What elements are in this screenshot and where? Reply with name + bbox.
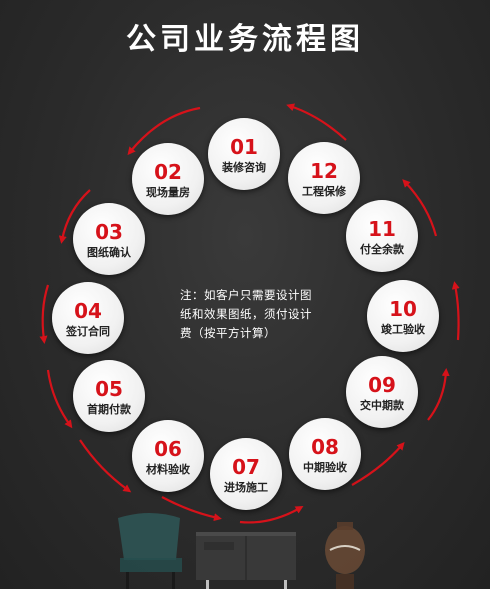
step-label: 现场量房 xyxy=(146,185,190,199)
arrow-01-02 xyxy=(127,106,201,156)
step-number: 05 xyxy=(95,376,123,401)
step-07: 07 进场施工 xyxy=(210,438,282,510)
step-label: 工程保修 xyxy=(302,184,346,198)
arrow-05-06 xyxy=(79,439,132,493)
step-label: 竣工验收 xyxy=(381,322,425,336)
step-label: 装修咨询 xyxy=(222,160,266,174)
arrow-07-08 xyxy=(239,506,304,524)
step-number: 11 xyxy=(368,216,396,241)
step-label: 签订合同 xyxy=(66,324,110,338)
arrow-06-07 xyxy=(161,496,222,522)
page-title: 公司业务流程图 xyxy=(126,22,364,57)
step-04: 04 签订合同 xyxy=(52,282,124,354)
step-label: 进场施工 xyxy=(224,480,268,494)
step-number: 09 xyxy=(368,372,396,397)
step-label: 中期验收 xyxy=(303,460,347,474)
step-label: 材料验收 xyxy=(146,462,190,476)
step-label: 图纸确认 xyxy=(87,245,131,259)
arrow-12-01 xyxy=(286,103,347,141)
step-05: 05 首期付款 xyxy=(73,360,145,432)
step-02: 02 现场量房 xyxy=(132,143,204,215)
step-number: 10 xyxy=(389,296,417,321)
step-number: 03 xyxy=(95,219,123,244)
arrow-11-12 xyxy=(402,179,438,237)
step-number: 02 xyxy=(154,159,182,184)
step-09: 09 交中期款 xyxy=(346,356,418,428)
step-11: 11 付全余款 xyxy=(346,200,418,272)
step-number: 04 xyxy=(74,298,102,323)
step-label: 付全余款 xyxy=(360,242,404,256)
step-label: 首期付款 xyxy=(87,402,131,416)
step-03: 03 图纸确认 xyxy=(73,203,145,275)
step-06: 06 材料验收 xyxy=(132,420,204,492)
arrow-10-11 xyxy=(451,281,460,341)
step-number: 07 xyxy=(232,454,260,479)
arrow-04-05 xyxy=(46,369,73,429)
arrow-08-09 xyxy=(351,441,405,486)
step-number: 01 xyxy=(230,134,258,159)
step-08: 08 中期验收 xyxy=(289,418,361,490)
step-10: 10 竣工验收 xyxy=(367,280,439,352)
step-label: 交中期款 xyxy=(360,398,404,412)
step-number: 08 xyxy=(311,434,339,459)
step-12: 12 工程保修 xyxy=(288,142,360,214)
step-number: 06 xyxy=(154,436,182,461)
arrow-02-03 xyxy=(58,189,91,244)
step-number: 12 xyxy=(310,158,338,183)
arrow-03-04 xyxy=(39,284,50,344)
design-fee-note: 注：如客户只需要设计图纸和效果图纸，须付设计费（按平方计算） xyxy=(180,288,312,340)
arrow-09-10 xyxy=(427,368,450,421)
furniture-background-image xyxy=(118,513,365,589)
step-01: 01 装修咨询 xyxy=(208,118,280,190)
